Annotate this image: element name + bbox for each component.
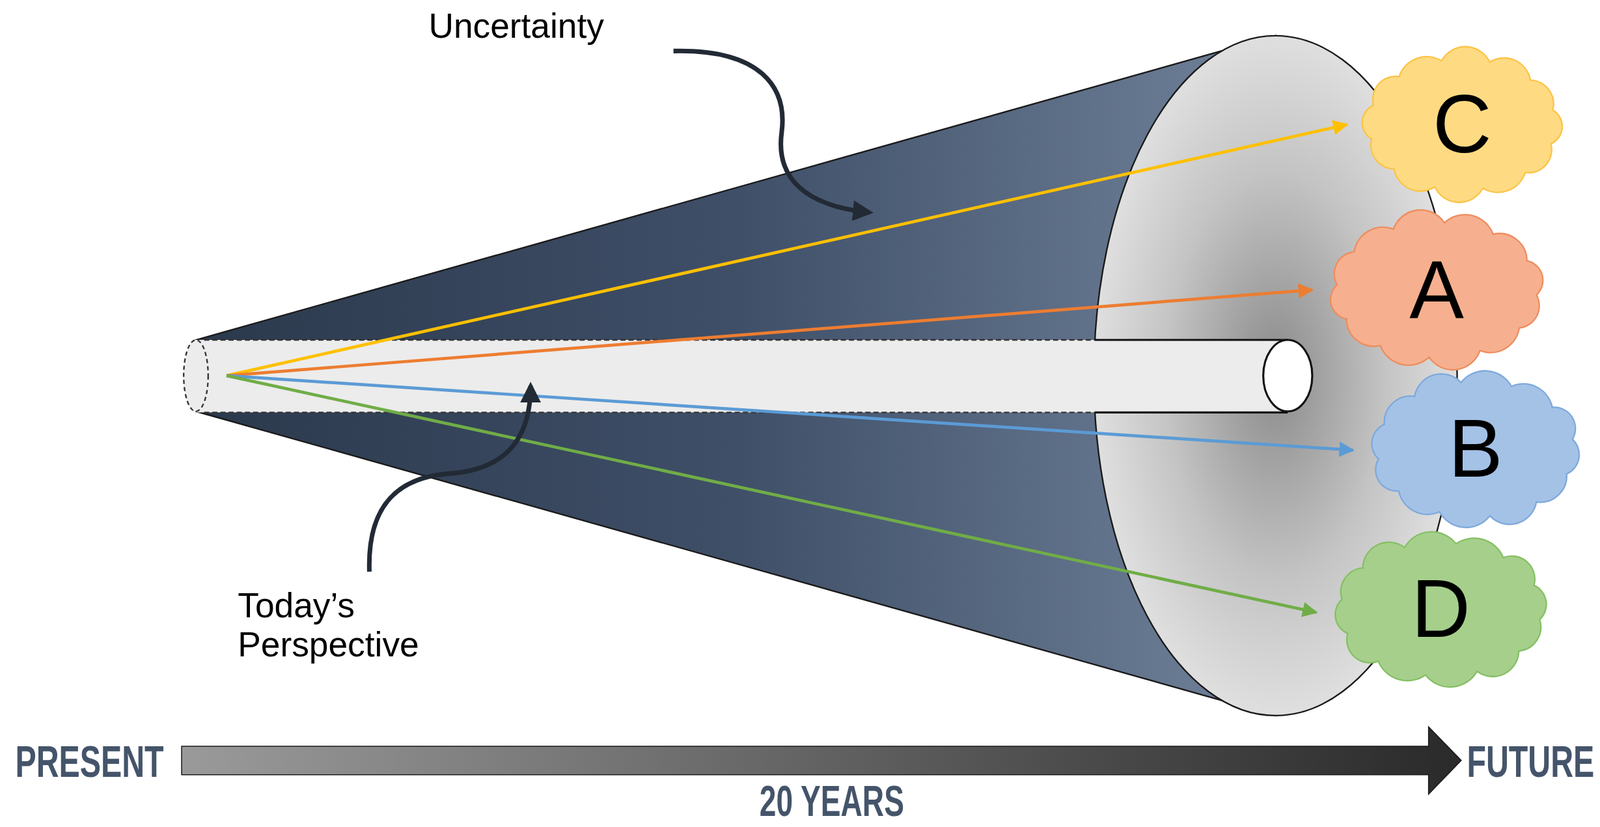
- cylinder-edge: [1094, 411, 1288, 414]
- leader-line: [673, 50, 870, 213]
- scenario-arrow: [226, 375, 1317, 613]
- cloud-shape: [1371, 370, 1580, 528]
- cloud-shape: [1335, 531, 1546, 687]
- scenario-cloud: D: [1320, 522, 1561, 696]
- cylinder-end: [1263, 339, 1313, 412]
- callout-label: Today’s Perspective: [237, 585, 473, 664]
- label-box: FUTURE: [1326, 738, 1595, 784]
- leader-line: [369, 386, 531, 572]
- scenario-arrows: [226, 124, 1354, 612]
- scenario-letter: A: [1316, 201, 1558, 378]
- cylinder-edge: [1094, 338, 1288, 341]
- scenario-cloud: B: [1357, 361, 1595, 538]
- perspective-cylinder: [183, 339, 1313, 413]
- axis-label: 20 YEARS: [759, 779, 905, 823]
- scenario-cloud: A: [1316, 201, 1558, 378]
- cylinder-start: [183, 339, 209, 412]
- axis-label: FUTURE: [1466, 738, 1595, 784]
- scenario-arrow: [226, 124, 1347, 376]
- cylinder-edge: [204, 339, 1096, 341]
- callout-label: Uncertainty: [428, 5, 605, 45]
- cloud-shape: [1362, 46, 1563, 203]
- cloud-shape: [1330, 209, 1543, 370]
- cylinder-body: [195, 339, 1288, 413]
- label-box: PRESENT: [15, 738, 282, 784]
- axis-label: PRESENT: [15, 738, 165, 784]
- label-box: Uncertainty: [428, 5, 694, 45]
- label-box: Today’s Perspective: [237, 585, 473, 664]
- cylinder-edge: [204, 411, 1096, 413]
- scenario-letter: D: [1320, 522, 1561, 696]
- label-box: 20 YEARS: [678, 779, 985, 823]
- scenario-arrow: [226, 289, 1313, 376]
- scenario-cloud: C: [1348, 39, 1576, 211]
- scenario-letter: B: [1357, 361, 1595, 538]
- scenario-letter: C: [1348, 39, 1576, 211]
